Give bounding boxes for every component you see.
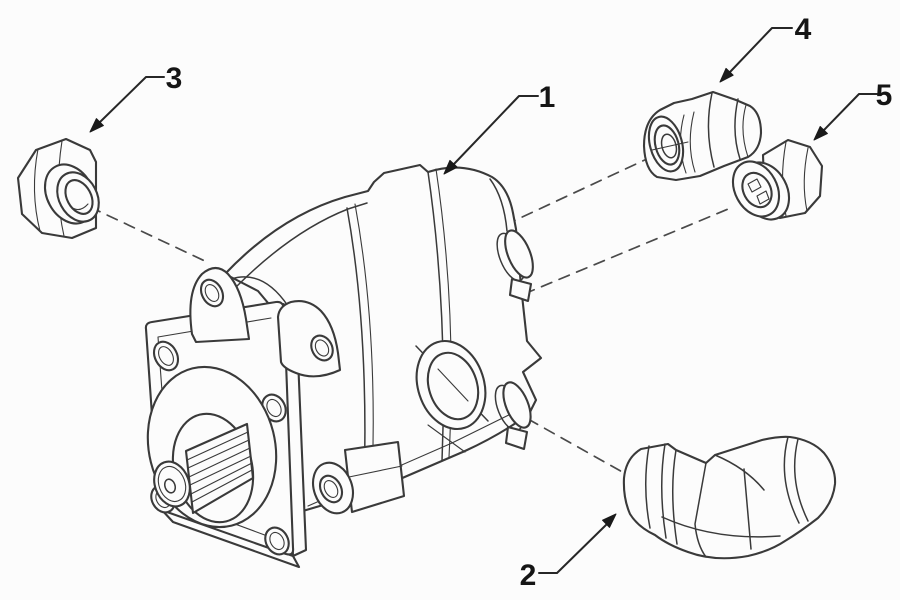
lug-cylinder-line xyxy=(348,465,403,478)
callout-2: 2 xyxy=(520,513,617,592)
callout-1-label: 1 xyxy=(539,81,556,114)
fitting4-hex-edges xyxy=(707,92,741,168)
rear-bottom-port-boss xyxy=(494,381,532,451)
callouts: 1 2 3 4 5 xyxy=(89,13,893,592)
housing-arch-between-ears xyxy=(230,276,289,307)
centerline-part5 xyxy=(523,206,734,295)
plug5-drive-recess xyxy=(747,178,770,205)
elbow-corner-facets xyxy=(661,462,781,558)
plug5-bore xyxy=(741,171,773,209)
rear-bottom-boss-face xyxy=(502,381,532,429)
rear-bottom-boss-tab xyxy=(504,425,529,451)
fitting4-bore-crease xyxy=(651,141,689,151)
callout-3-label: 3 xyxy=(166,62,183,95)
elbow-inner-corner xyxy=(714,454,765,491)
rear-cover-rim xyxy=(489,178,508,232)
elbow-nut-bands xyxy=(645,443,678,545)
fitting4-cap-mid xyxy=(653,124,681,166)
centerline-part4 xyxy=(504,157,650,226)
elbow-arm-rings xyxy=(783,436,809,524)
flange-bolt-hole-tl xyxy=(152,340,180,372)
callout-3: 3 xyxy=(89,62,183,133)
front-ear-hole-inner xyxy=(204,284,220,302)
plug3-bore xyxy=(64,179,94,215)
callout-1: 1 xyxy=(443,81,556,175)
callout-2-arrowhead xyxy=(602,513,617,528)
callout-2-label: 2 xyxy=(520,559,537,592)
callout-5-label: 5 xyxy=(876,79,893,112)
side-port xyxy=(415,339,487,431)
plug3-bore-inner-wall xyxy=(69,203,89,211)
shaft-center-hole xyxy=(163,478,177,494)
centerline-part3 xyxy=(89,206,208,263)
mid-mounting-ear xyxy=(276,300,342,378)
housing-top-inner-edge xyxy=(235,202,368,288)
elbow-silhouette xyxy=(622,435,837,560)
centerline-part2 xyxy=(527,418,634,479)
drive-shaft xyxy=(153,422,255,515)
part-4-straight-fitting xyxy=(642,90,763,182)
callout-5-leader xyxy=(823,93,878,131)
callout-3-arrowhead xyxy=(89,118,104,133)
shaft-tip-spline-ring xyxy=(157,465,187,503)
side-port-crease xyxy=(437,368,469,402)
lug-cylinder xyxy=(343,440,406,514)
flange-bolt-hole-br xyxy=(264,526,290,556)
callout-4: 4 xyxy=(719,13,812,83)
part-5-hex-plug xyxy=(731,138,824,221)
callout-4-leader xyxy=(729,27,793,73)
callout-1-leader xyxy=(453,95,539,165)
lower-mounting-lug xyxy=(312,440,406,515)
side-port-bore xyxy=(426,351,480,421)
part-2-elbow-fitting xyxy=(622,435,837,560)
callout-4-arrowhead xyxy=(719,67,734,83)
lug-hole-inner xyxy=(323,480,339,498)
housing-crease-2 xyxy=(427,424,466,453)
fitting4-end-ring xyxy=(742,104,749,158)
callout-3-leader xyxy=(99,76,165,123)
part-3-hex-plug xyxy=(16,137,100,240)
callout-4-label: 4 xyxy=(795,13,812,46)
callout-5: 5 xyxy=(813,79,893,141)
rear-top-boss-tab xyxy=(508,277,533,303)
callout-5-arrowhead xyxy=(813,126,828,141)
rear-top-port-boss xyxy=(496,229,534,303)
rear-top-boss-face xyxy=(504,229,534,279)
assembly-centerlines xyxy=(89,157,734,479)
shaft-splines xyxy=(186,431,253,503)
callout-1-arrowhead xyxy=(443,159,458,175)
front-mounting-ear xyxy=(189,266,251,344)
callout-2-leader xyxy=(538,523,608,574)
mid-ear-hole-inner xyxy=(314,339,330,357)
pump-assembly xyxy=(144,163,543,569)
